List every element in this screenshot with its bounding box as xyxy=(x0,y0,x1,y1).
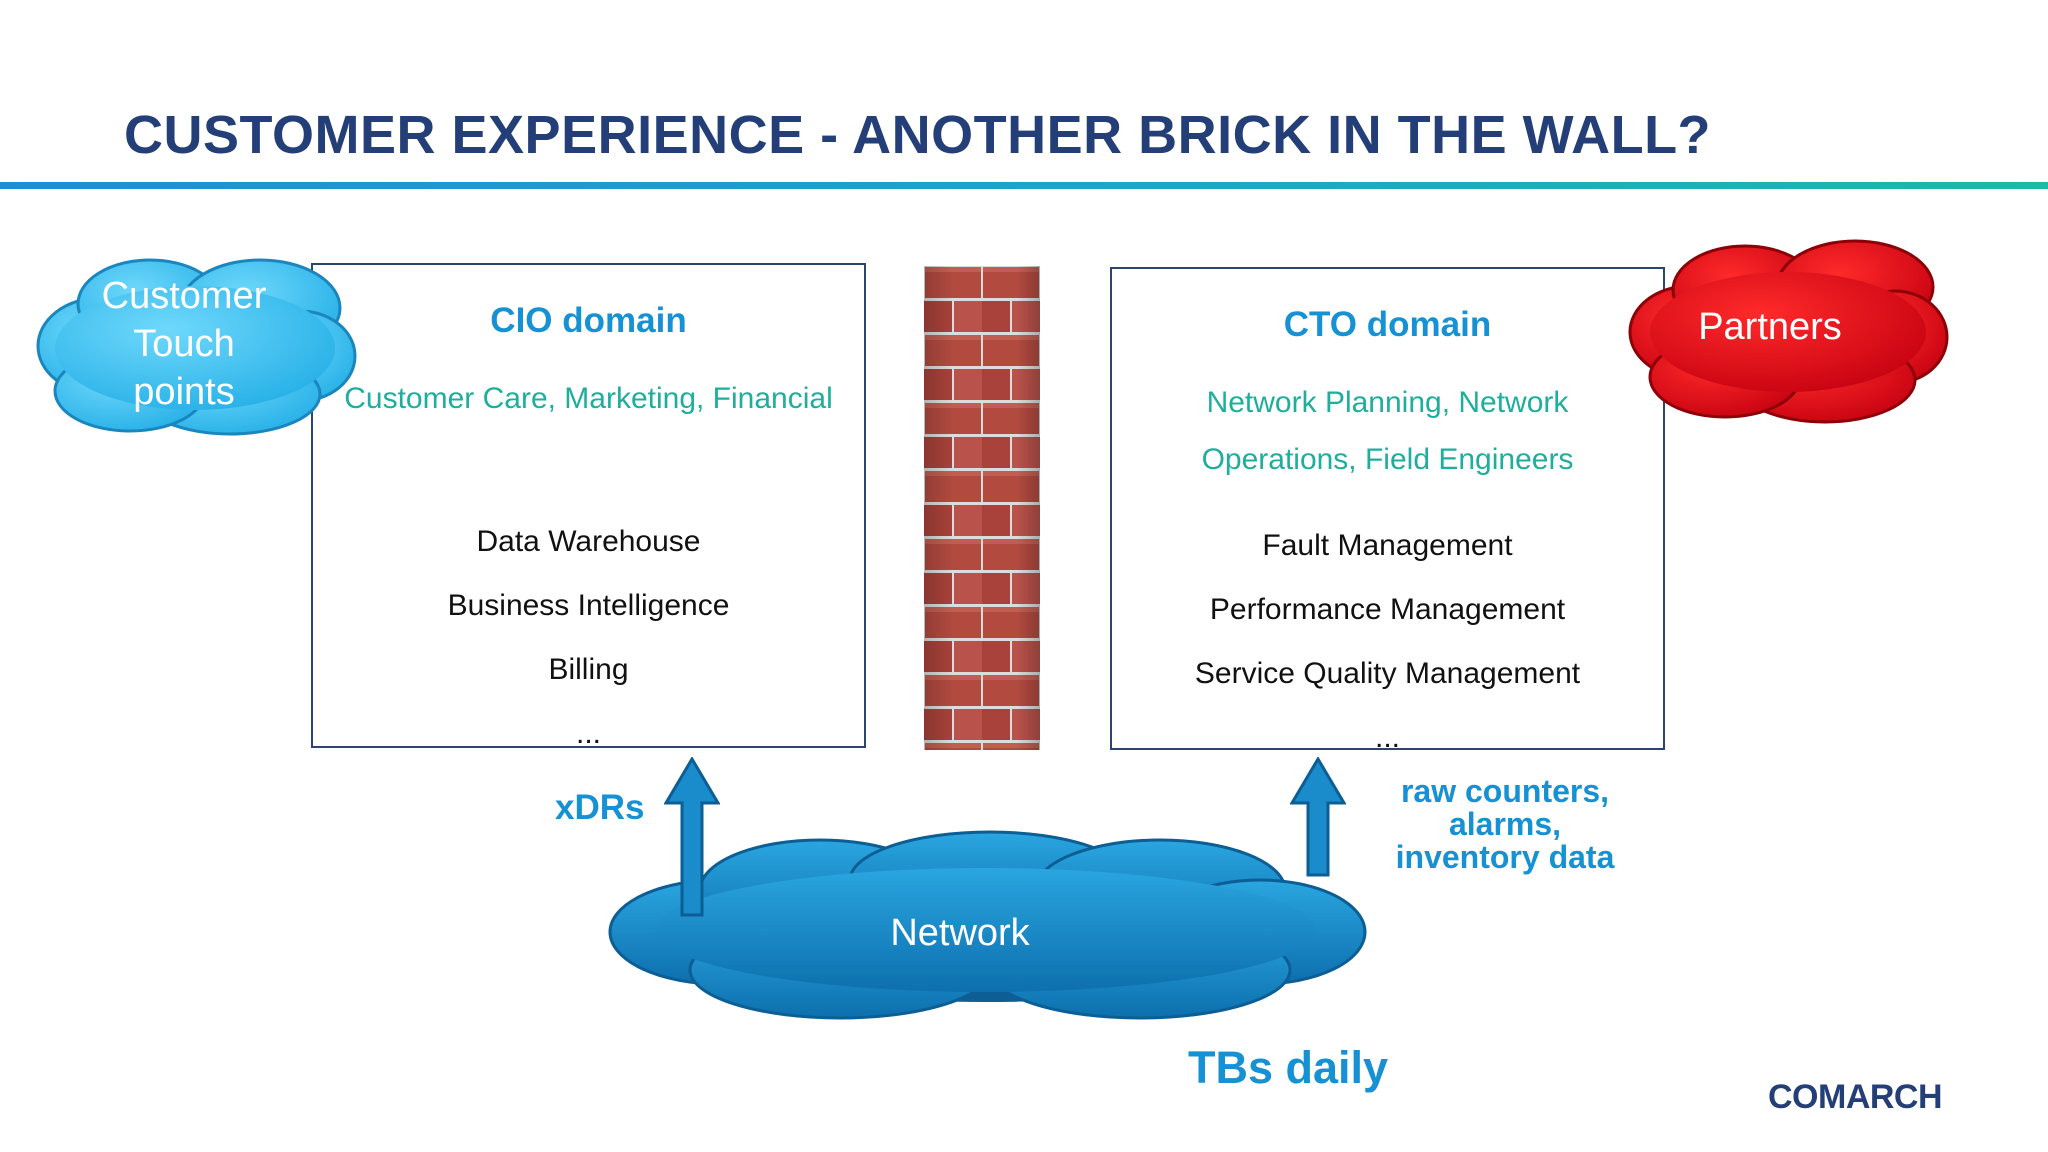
cto-domain-subtitle: Network Planning, Network Operations, Fi… xyxy=(1201,386,1574,476)
cio-item: Data Warehouse xyxy=(476,525,701,558)
cio-domain-items: Data Warehouse Business Intelligence Bil… xyxy=(313,510,864,766)
customer-touchpoints-label: Customer Touch points xyxy=(60,272,308,416)
touchpoints-line: Touch xyxy=(133,323,235,365)
raw-data-line: inventory data xyxy=(1395,839,1615,875)
tbs-daily-label: TBs daily xyxy=(1188,1042,1389,1093)
arrow-xdrs-up xyxy=(664,757,720,917)
brick-wall xyxy=(924,266,1040,750)
comarch-logo: COMARCH xyxy=(1768,1078,1943,1116)
cio-domain-title: CIO domain xyxy=(490,301,687,340)
arrow-counters-up xyxy=(1290,757,1346,877)
cio-item: Billing xyxy=(548,653,629,686)
cto-item: Service Quality Management xyxy=(1194,657,1581,690)
xdrs-label: xDRs xyxy=(555,788,645,827)
cto-domain-title: CTO domain xyxy=(1283,305,1492,344)
cio-item: Business Intelligence xyxy=(447,589,730,622)
raw-data-line: raw counters, xyxy=(1400,773,1610,809)
raw-data-line: alarms, xyxy=(1448,806,1562,842)
title-underline xyxy=(0,182,2048,189)
touchpoints-line: Customer xyxy=(101,275,267,317)
cto-item: Performance Management xyxy=(1209,593,1566,626)
cto-domain-items: Fault Management Performance Management … xyxy=(1112,514,1663,770)
cto-item: Fault Management xyxy=(1262,529,1513,562)
partners-cloud xyxy=(1628,239,1949,424)
partners-label: Partners xyxy=(1698,306,1842,348)
slide-title: CUSTOMER EXPERIENCE - ANOTHER BRICK IN T… xyxy=(124,105,1712,165)
cio-item: ... xyxy=(575,717,601,750)
cio-domain-subtitle: Customer Care, Marketing, Financial xyxy=(344,382,833,415)
network-label: Network xyxy=(890,912,1030,954)
cio-domain-box: CIO domain Customer Care, Marketing, Fin… xyxy=(311,263,866,750)
raw-data-label: raw counters, alarms, inventory data xyxy=(1370,775,1640,874)
network-cloud xyxy=(608,830,1367,1020)
cto-domain-box: CTO domain Network Planning, Network Ope… xyxy=(1110,267,1665,754)
customer-touchpoints-cloud xyxy=(36,258,357,436)
touchpoints-line: points xyxy=(133,371,235,413)
cto-item: ... xyxy=(1374,721,1400,754)
